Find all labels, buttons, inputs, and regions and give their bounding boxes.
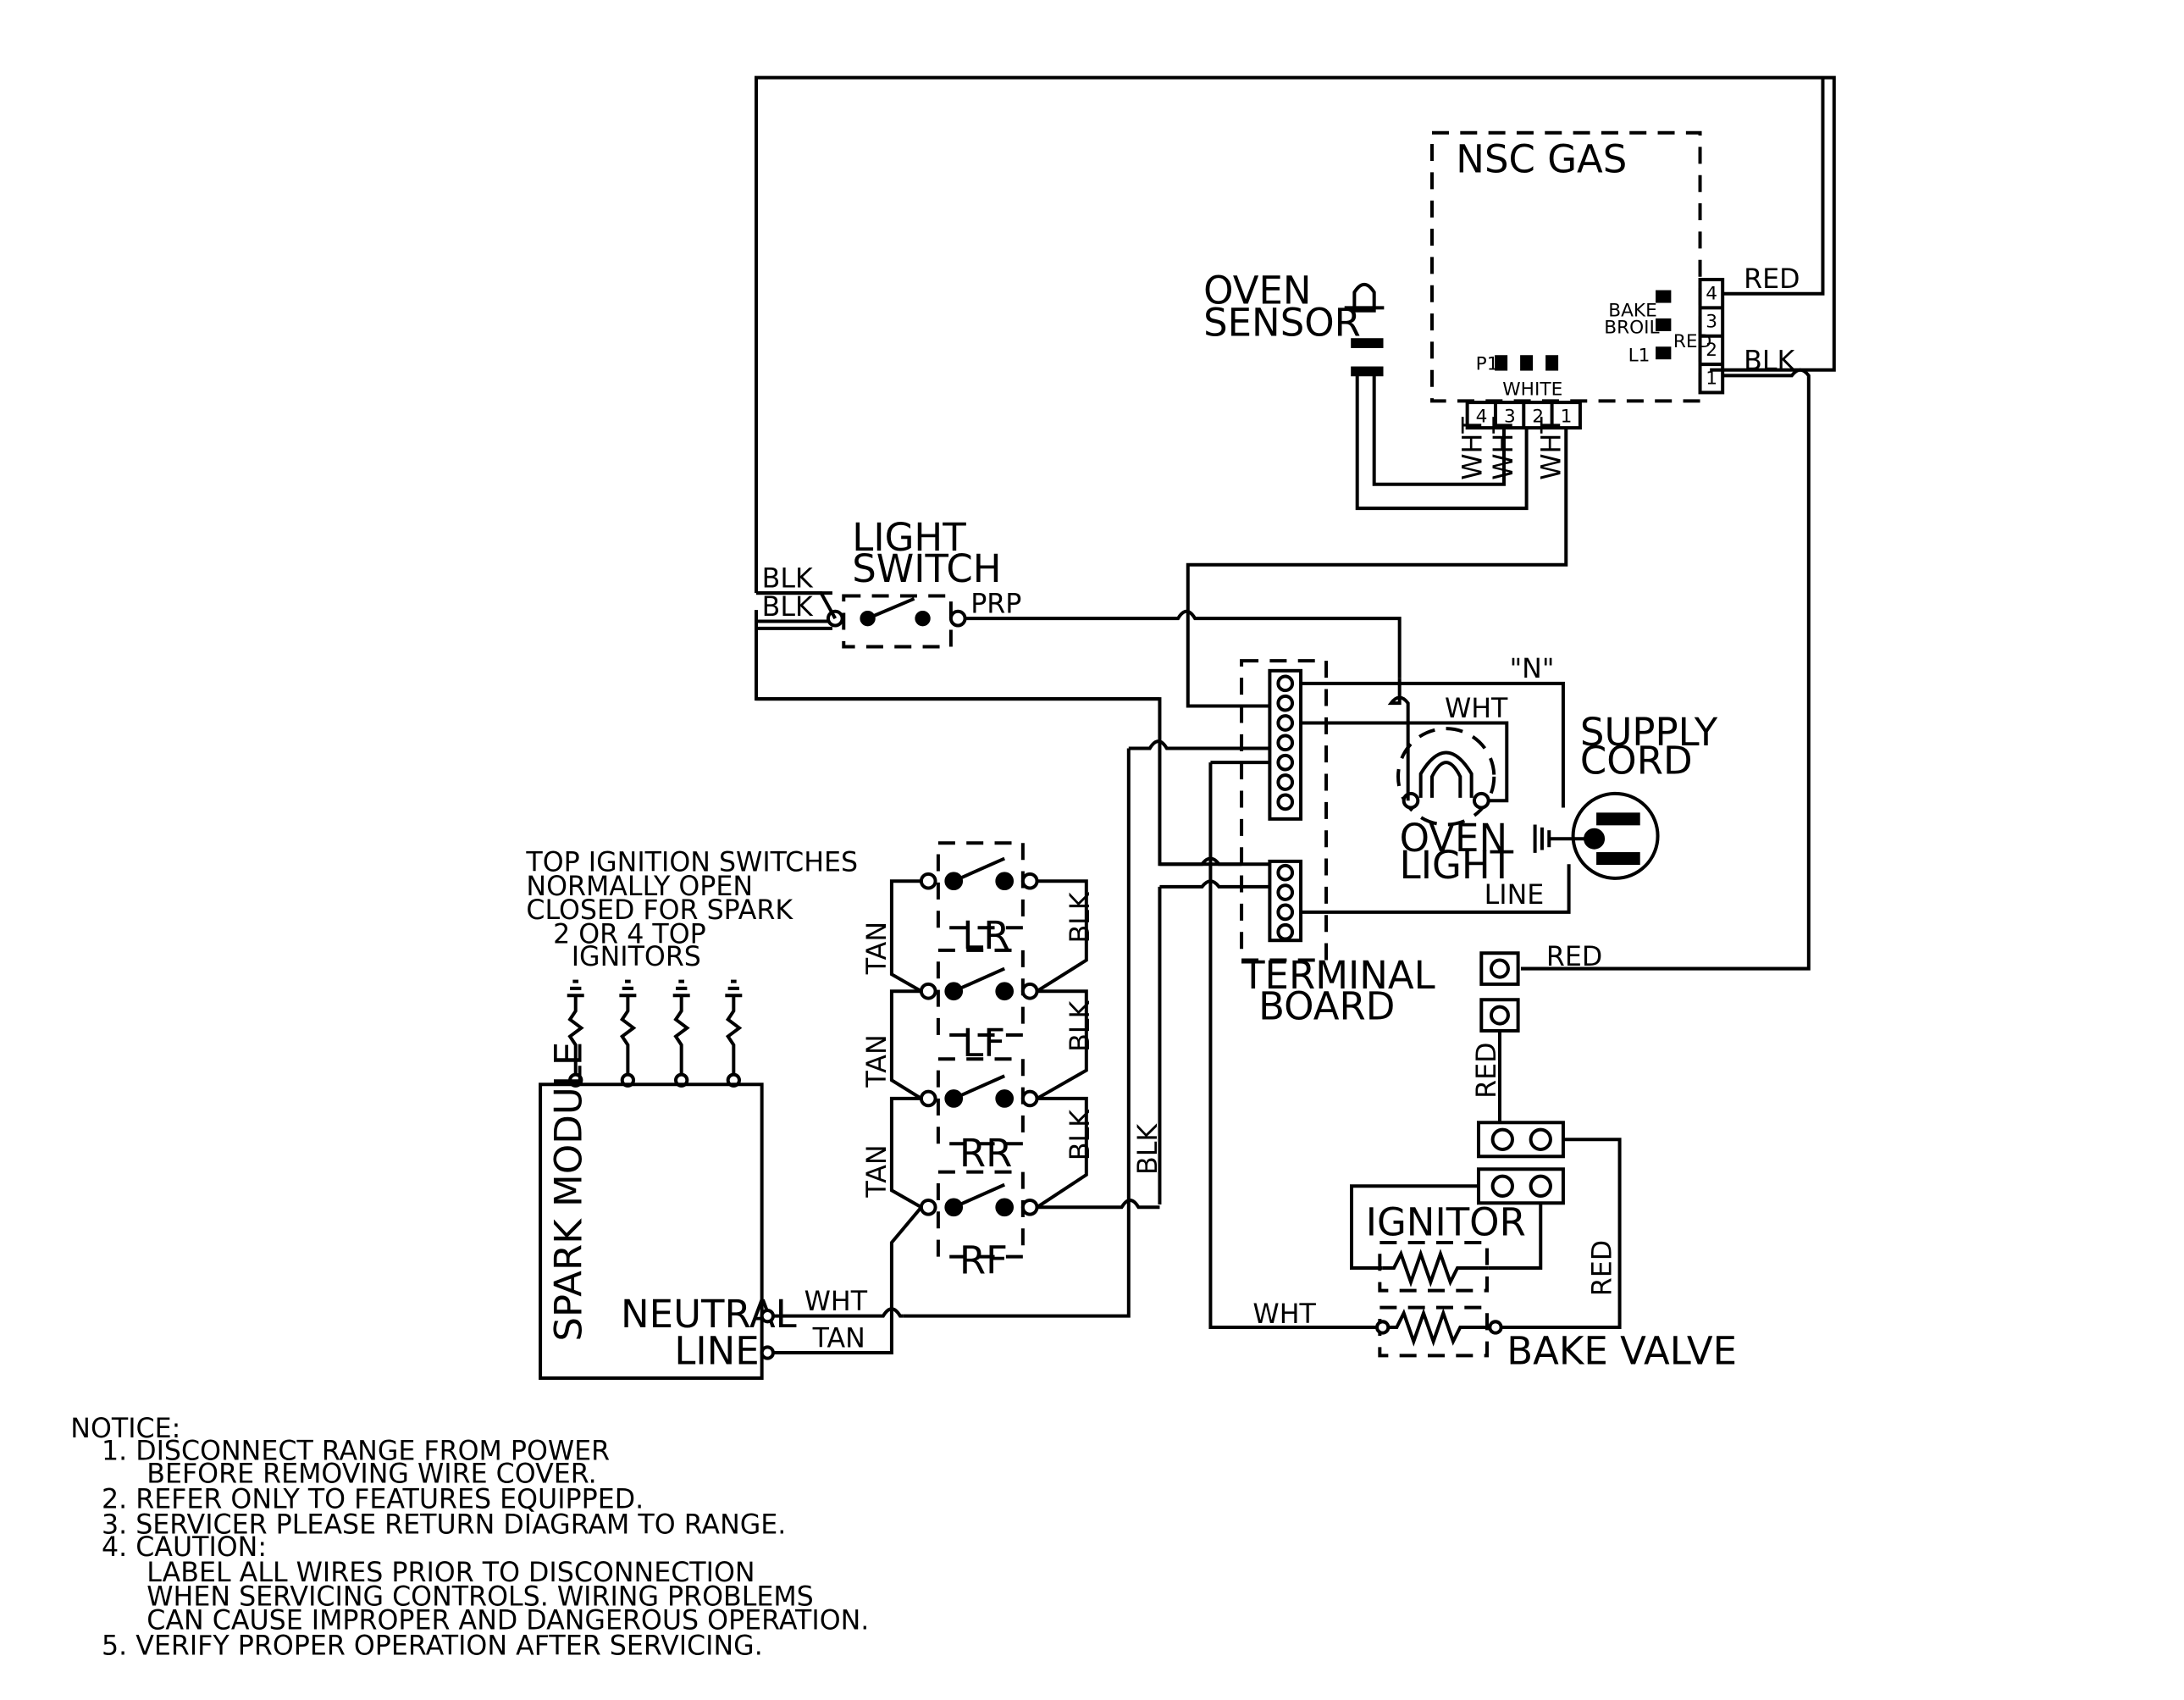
svg-text:BLK: BLK xyxy=(1065,891,1096,943)
notice-block: NOTICE: 1. DISCONNECT RANGE FROM POWER B… xyxy=(70,1414,869,1662)
nsc-right-leads: RED BLK xyxy=(1520,77,1825,971)
svg-text:BAKE VALVE: BAKE VALVE xyxy=(1507,1328,1737,1373)
svg-text:LABEL ALL WIRES PRIOR TO DISCO: LABEL ALL WIRES PRIOR TO DISCONNECTION xyxy=(147,1558,755,1588)
svg-text:3: 3 xyxy=(1504,406,1516,427)
svg-text:BLK: BLK xyxy=(762,563,814,594)
svg-text:P1: P1 xyxy=(1476,354,1499,375)
svg-text:2. REFER ONLY TO FEATURES EQUI: 2. REFER ONLY TO FEATURES EQUIPPED. xyxy=(102,1484,644,1514)
svg-text:1: 1 xyxy=(1706,368,1717,389)
nsc-gas-label: NSC GAS xyxy=(1456,136,1627,181)
svg-text:L1: L1 xyxy=(1628,346,1650,367)
svg-text:RED: RED xyxy=(1744,264,1800,295)
svg-text:OVEN: OVEN xyxy=(1400,816,1507,861)
svg-text:RF: RF xyxy=(959,1238,1008,1283)
svg-text:1. DISCONNECT RANGE FROM POWER: 1. DISCONNECT RANGE FROM POWER xyxy=(102,1437,610,1467)
spark-module: TOP IGNITION SWITCHES NORMALLY OPEN CLOS… xyxy=(525,848,904,1380)
svg-text:4: 4 xyxy=(1476,406,1488,427)
svg-text:TAN: TAN xyxy=(812,1323,865,1354)
oven-light: OVEN LIGHT WHT xyxy=(1301,678,1514,888)
notice-title: NOTICE: xyxy=(70,1414,180,1444)
svg-text:SENSOR: SENSOR xyxy=(1203,301,1361,346)
svg-text:2: 2 xyxy=(1706,340,1717,361)
svg-text:LF: LF xyxy=(962,1021,1005,1066)
oven-sensor: OVEN SENSOR WHT WHT WHT xyxy=(1186,268,1568,708)
terminal-board: TERMINAL BOARD xyxy=(1240,659,1435,1029)
svg-text:TOP IGNITION SWITCHES: TOP IGNITION SWITCHES xyxy=(525,848,858,878)
svg-text:RED: RED xyxy=(1673,331,1711,352)
svg-text:WHT: WHT xyxy=(804,1287,868,1317)
ignitor-electrodes xyxy=(567,979,743,1088)
svg-text:TERMINAL: TERMINAL xyxy=(1241,953,1435,998)
svg-text:WHITE: WHITE xyxy=(1502,379,1562,401)
svg-text:CAN CAUSE IMPROPER AND DANGERO: CAN CAUSE IMPROPER AND DANGEROUS OPERATI… xyxy=(147,1606,869,1636)
svg-text:RR: RR xyxy=(959,1131,1012,1176)
svg-text:BEFORE REMOVING WIRE COVER.: BEFORE REMOVING WIRE COVER. xyxy=(147,1459,596,1489)
svg-text:TAN: TAN xyxy=(862,922,893,975)
svg-text:"N": "N" xyxy=(1510,654,1555,684)
top-ignition-switches: LR LF RR RF TAN xyxy=(768,841,1164,1354)
svg-text:BLK: BLK xyxy=(1065,1109,1096,1160)
light-switch: LIGHT SWITCH BLK BLK PRP xyxy=(755,515,1402,678)
svg-text:BLK: BLK xyxy=(762,592,814,623)
svg-text:WHT: WHT xyxy=(1537,417,1568,480)
svg-text:SWITCH: SWITCH xyxy=(852,546,1001,591)
svg-text:LR: LR xyxy=(962,913,1009,958)
svg-text:WHEN SERVICING CONTROLS. WIRIN: WHEN SERVICING CONTROLS. WIRING PROBLEMS xyxy=(147,1581,813,1612)
svg-text:2: 2 xyxy=(1532,406,1544,427)
svg-text:BROIL: BROIL xyxy=(1604,317,1659,338)
svg-text:4: 4 xyxy=(1706,283,1717,304)
svg-text:SUPPLY: SUPPLY xyxy=(1580,710,1718,755)
svg-text:BLK: BLK xyxy=(1744,346,1795,377)
svg-text:RED: RED xyxy=(1472,1043,1502,1099)
svg-text:BLK: BLK xyxy=(1065,1000,1096,1052)
svg-text:RED: RED xyxy=(1546,942,1602,972)
svg-text:CORD: CORD xyxy=(1580,739,1693,784)
svg-text:CLOSED FOR SPARK: CLOSED FOR SPARK xyxy=(526,895,793,926)
svg-text:BAKE: BAKE xyxy=(1608,300,1657,321)
svg-text:TAN: TAN xyxy=(862,1144,893,1198)
svg-text:LINE: LINE xyxy=(674,1328,759,1373)
svg-text:5. VERIFY PROPER OPERATION AFT: 5. VERIFY PROPER OPERATION AFTER SERVICI… xyxy=(102,1631,763,1662)
svg-text:1: 1 xyxy=(1561,406,1573,427)
svg-text:IGNITORS: IGNITORS xyxy=(572,942,701,972)
svg-text:LIGHT: LIGHT xyxy=(852,515,966,560)
svg-text:3: 3 xyxy=(1706,312,1717,333)
svg-text:LINE: LINE xyxy=(1485,880,1545,911)
svg-text:IGNITOR: IGNITOR xyxy=(1366,1200,1526,1245)
svg-text:NORMALLY OPEN: NORMALLY OPEN xyxy=(526,872,753,902)
svg-text:RED: RED xyxy=(1588,1240,1618,1296)
svg-text:BLK: BLK xyxy=(1133,1123,1164,1175)
svg-text:SPARK MODULE: SPARK MODULE xyxy=(545,1042,590,1342)
svg-text:WHT: WHT xyxy=(1445,694,1508,724)
ignitor-bake-valve: RED RED RED IGNITOR BAKE VALVE xyxy=(1350,942,1737,1373)
svg-text:WHT: WHT xyxy=(1489,417,1519,480)
supply-cord: SUPPLY CORD "N" LINE xyxy=(1301,654,1718,914)
svg-text:2 OR 4 TOP: 2 OR 4 TOP xyxy=(553,920,706,950)
svg-text:OVEN: OVEN xyxy=(1203,268,1311,313)
svg-text:BOARD: BOARD xyxy=(1258,984,1395,1029)
svg-text:WHT: WHT xyxy=(1252,1299,1316,1330)
svg-text:WHT: WHT xyxy=(1457,417,1488,480)
svg-text:PRP: PRP xyxy=(970,589,1021,619)
nsc-gas-control: NSC GAS 4 3 2 1 BAKE BROIL L1 RED 4 3 2 xyxy=(1429,130,1725,430)
svg-text:4. CAUTION:: 4. CAUTION: xyxy=(102,1532,267,1563)
svg-text:3. SERVICER PLEASE RETURN DIAG: 3. SERVICER PLEASE RETURN DIAGRAM TO RAN… xyxy=(102,1509,786,1540)
svg-text:TAN: TAN xyxy=(862,1034,893,1088)
svg-text:LIGHT: LIGHT xyxy=(1400,843,1514,888)
terminal-left-leads: WHT xyxy=(755,697,1383,1330)
